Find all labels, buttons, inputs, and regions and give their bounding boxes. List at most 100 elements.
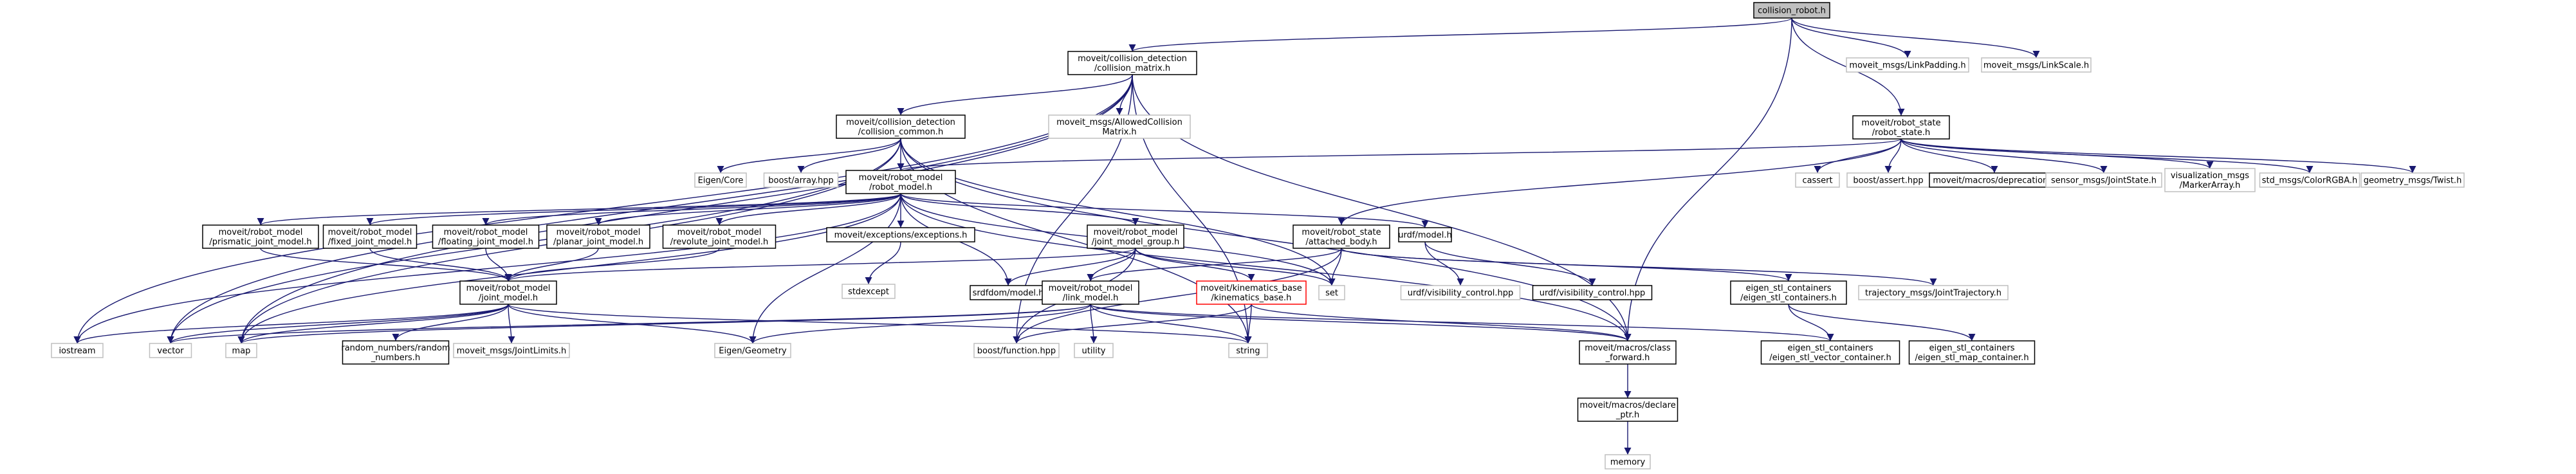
node-iostream[interactable]: iostream xyxy=(51,343,104,358)
edge-kinematics_base-to-class_forward xyxy=(1251,304,1632,342)
node-label: trajectory_msgs/JointTrajectory.h xyxy=(1865,289,2001,298)
node-label: /prismatic_joint_model.h xyxy=(209,237,311,247)
node-box xyxy=(149,343,192,358)
edge-attached_body-to-boost_function xyxy=(1013,248,1342,344)
node-set[interactable]: set xyxy=(1318,285,1345,300)
node-floating[interactable]: moveit/robot_model/floating_joint_model.… xyxy=(432,224,540,249)
node-color_rgba[interactable]: std_msgs/ColorRGBA.h xyxy=(2259,172,2360,188)
node-label: boost/array.hpp xyxy=(768,176,834,186)
node-link_padding[interactable]: moveit_msgs/LinkPadding.h xyxy=(1846,57,1969,73)
edge-joint_model-to-iostream xyxy=(73,304,509,344)
node-srdfdom[interactable]: srdfdom/model.h xyxy=(970,285,1047,300)
node-robot_model[interactable]: moveit/robot_model/robot_model.h xyxy=(845,170,956,194)
node-label: moveit/collision_detection xyxy=(846,118,955,127)
edge-attached_body-to-joint_trajectory xyxy=(1341,248,1937,286)
node-box xyxy=(973,343,1060,358)
node-exceptions[interactable]: moveit/exceptions/exceptions.h xyxy=(826,227,975,242)
node-box xyxy=(1398,227,1452,242)
node-box xyxy=(1074,343,1114,358)
node-deprecation[interactable]: moveit/macros/deprecation.h xyxy=(1929,172,2060,188)
node-cassert[interactable]: cassert xyxy=(1795,172,1840,188)
edge-robot_model-to-joint_model_group xyxy=(900,193,1139,226)
node-box xyxy=(1730,280,1847,305)
node-utility[interactable]: utility xyxy=(1074,343,1114,358)
node-vector_container[interactable]: eigen_stl_containers/eigen_stl_vector_co… xyxy=(1760,340,1900,365)
node-attached_body[interactable]: moveit/robot_state/attached_body.h xyxy=(1293,224,1390,249)
node-label: memory xyxy=(1610,458,1646,468)
edge-urdf_model-to-urdf_vis1 xyxy=(1424,241,1464,286)
node-label: moveit/robot_state xyxy=(1302,228,1381,237)
edge-collision_common-to-class_forward xyxy=(900,138,1632,342)
node-boost_function[interactable]: boost/function.hpp xyxy=(973,343,1060,358)
node-label: moveit/kinematics_base xyxy=(1201,284,1302,293)
node-joint_limits[interactable]: moveit_msgs/JointLimits.h xyxy=(453,343,570,358)
node-string[interactable]: string xyxy=(1228,343,1268,358)
node-box xyxy=(763,172,839,188)
node-label: moveit/robot_model xyxy=(328,228,412,237)
node-label: /MarkerArray.h xyxy=(2180,181,2241,190)
edge-robot_state-to-boost_assert xyxy=(1884,138,1902,174)
node-box xyxy=(662,224,777,249)
node-box xyxy=(845,170,956,194)
node-label: moveit/robot_model xyxy=(1094,228,1178,237)
node-joint_model_group[interactable]: moveit/robot_model/joint_model_group.h xyxy=(1087,224,1184,249)
node-link_scale[interactable]: moveit_msgs/LinkScale.h xyxy=(1981,57,2092,73)
node-random_numbers[interactable]: random_numbers/random_numbers.h xyxy=(341,340,450,365)
node-label: Eigen/Geometry xyxy=(719,347,787,356)
node-label: moveit/macros/class xyxy=(1585,343,1671,353)
node-prismatic[interactable]: moveit/robot_model/prismatic_joint_model… xyxy=(202,224,319,249)
node-vector[interactable]: vector xyxy=(149,343,192,358)
node-label: /fixed_joint_model.h xyxy=(328,237,412,247)
node-box xyxy=(1067,51,1197,75)
node-label: random_numbers/random xyxy=(341,343,450,353)
node-collision_matrix[interactable]: moveit/collision_detection/collision_mat… xyxy=(1067,51,1197,75)
node-revolute[interactable]: moveit/robot_model/revolute_joint_model.… xyxy=(662,224,777,249)
node-label: moveit/exceptions/exceptions.h xyxy=(834,231,968,241)
node-label: moveit/macros/declare xyxy=(1579,401,1675,410)
edge-robot_state-to-color_rgba xyxy=(1900,138,2314,174)
node-label: urdf/visibility_control.hpp xyxy=(1408,289,1514,298)
node-box xyxy=(1605,454,1651,469)
node-twist[interactable]: geometry_msgs/Twist.h xyxy=(2360,172,2465,188)
edge-fixed-to-joint_model xyxy=(369,248,512,282)
node-box xyxy=(1087,224,1184,249)
node-robot_state[interactable]: moveit/robot_state/robot_state.h xyxy=(1852,115,1950,140)
node-label: /floating_joint_model.h xyxy=(438,237,533,247)
node-box xyxy=(1981,57,2092,73)
node-box xyxy=(714,343,791,358)
node-label: moveit/robot_model xyxy=(219,228,303,237)
edge-link_model-to-class_forward xyxy=(1090,304,1632,342)
node-memory[interactable]: memory xyxy=(1605,454,1651,469)
node-kinematics_base[interactable]: moveit/kinematics_base/kinematics_base.h xyxy=(1196,280,1307,305)
node-planar[interactable]: moveit/robot_model/planar_joint_model.h xyxy=(546,224,650,249)
edge-kinematics_base-to-string xyxy=(1244,304,1252,344)
node-map_container[interactable]: eigen_stl_containers/eigen_stl_map_conta… xyxy=(1908,340,2036,365)
node-eigen_core[interactable]: Eigen/Core xyxy=(694,172,747,188)
node-class_forward[interactable]: moveit/macros/class_forward.h xyxy=(1579,340,1677,365)
node-fixed[interactable]: moveit/robot_model/fixed_joint_model.h xyxy=(322,224,418,249)
node-label: stdexcept xyxy=(848,287,889,297)
node-joint_model[interactable]: moveit/robot_model/joint_model.h xyxy=(459,280,557,305)
node-link_model[interactable]: moveit/robot_model/link_model.h xyxy=(1042,280,1139,305)
node-marker_array[interactable]: visualization_msgs/MarkerArray.h xyxy=(2164,168,2256,192)
node-boost_assert[interactable]: boost/assert.hpp xyxy=(1846,172,1930,188)
node-urdf_vis2[interactable]: urdf/visibility_control.hpp xyxy=(1532,285,1653,300)
node-label: _numbers.h xyxy=(371,353,420,363)
node-eigen_geometry[interactable]: Eigen/Geometry xyxy=(714,343,791,358)
node-box xyxy=(2164,168,2256,192)
node-joint_state[interactable]: sensor_msgs/JointState.h xyxy=(2045,172,2162,188)
node-boost_array[interactable]: boost/array.hpp xyxy=(763,172,839,188)
node-eigen_stl_containers[interactable]: eigen_stl_containers/eigen_stl_container… xyxy=(1730,280,1847,305)
node-joint_trajectory[interactable]: trajectory_msgs/JointTrajectory.h xyxy=(1858,285,2009,300)
node-map[interactable]: map xyxy=(225,343,257,358)
node-box xyxy=(1908,340,2036,365)
node-urdf_vis1[interactable]: urdf/visibility_control.hpp xyxy=(1400,285,1521,300)
node-declare_ptr[interactable]: moveit/macros/declare_ptr.h xyxy=(1577,397,1679,422)
node-stdexcept[interactable]: stdexcept xyxy=(842,284,896,299)
edge-urdf_model-to-urdf_vis2 xyxy=(1424,241,1596,286)
node-collision_robot[interactable]: collision_robot.h xyxy=(1753,2,1830,19)
node-collision_common[interactable]: moveit/collision_detection/collision_com… xyxy=(836,114,966,139)
node-urdf_model[interactable]: urdf/model.h xyxy=(1398,227,1452,242)
node-label: /eigen_stl_vector_container.h xyxy=(1769,353,1891,363)
